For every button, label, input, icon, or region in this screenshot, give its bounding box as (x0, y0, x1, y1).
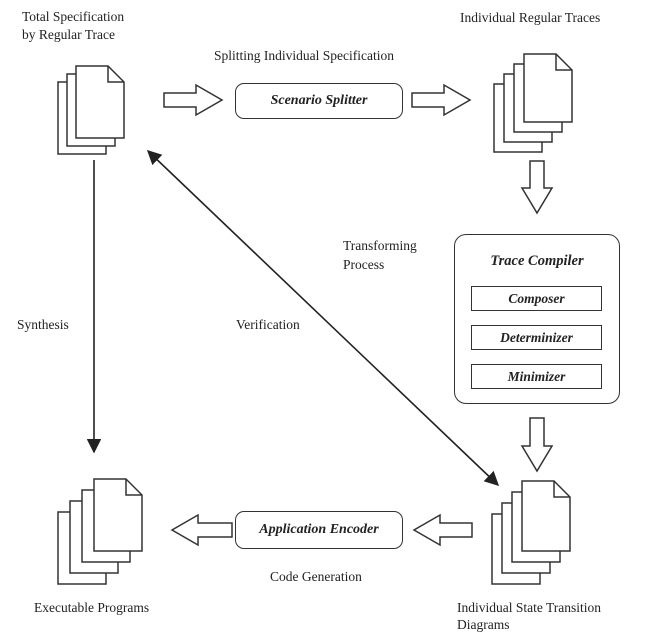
transforming-label-line2: Process (343, 257, 385, 272)
application-encoder-label: Application Encoder (259, 522, 379, 537)
trace-compiler-title: Trace Compiler (490, 253, 584, 269)
total-spec-document-icon (57, 65, 125, 155)
block-arrow-to-encoder (412, 513, 473, 547)
state-diagrams-label-line1: Individual State Transition (457, 600, 602, 615)
composer-box: Composer (471, 286, 602, 311)
total-spec-label-line2: by Regular Trace (22, 27, 115, 42)
scenario-splitter-box: Scenario Splitter (235, 83, 403, 119)
minimizer-label: Minimizer (507, 368, 566, 384)
application-encoder-box: Application Encoder (235, 511, 403, 549)
total-spec-label-line1: Total Specification (22, 9, 125, 24)
regular-traces-document-icon (493, 53, 573, 153)
block-arrow-to-programs (170, 513, 233, 547)
splitting-label: Splitting Individual Specification (214, 48, 394, 63)
block-arrow-to-state-diagrams (520, 417, 554, 473)
state-diagrams-label-line2: Diagrams (457, 617, 510, 632)
code-generation-label: Code Generation (270, 569, 362, 584)
verification-label: Verification (236, 317, 300, 332)
individual-regular-traces-label: Individual Regular Traces (460, 10, 601, 25)
scenario-splitter-label: Scenario Splitter (270, 93, 368, 108)
executable-programs-label: Executable Programs (34, 600, 150, 615)
executable-programs-document-icon (57, 478, 143, 585)
block-arrow-to-traces (411, 83, 472, 117)
transforming-label-line1: Transforming (343, 238, 417, 253)
verification-arrow (146, 150, 500, 486)
determinizer-label: Determinizer (500, 329, 573, 345)
block-arrow-to-compiler (520, 160, 554, 215)
composer-label: Composer (508, 290, 565, 306)
block-arrow-to-splitter (163, 83, 224, 117)
state-diagrams-document-icon (491, 480, 571, 585)
synthesis-label: Synthesis (17, 317, 69, 332)
determinizer-box: Determinizer (471, 325, 602, 350)
minimizer-box: Minimizer (471, 364, 602, 389)
